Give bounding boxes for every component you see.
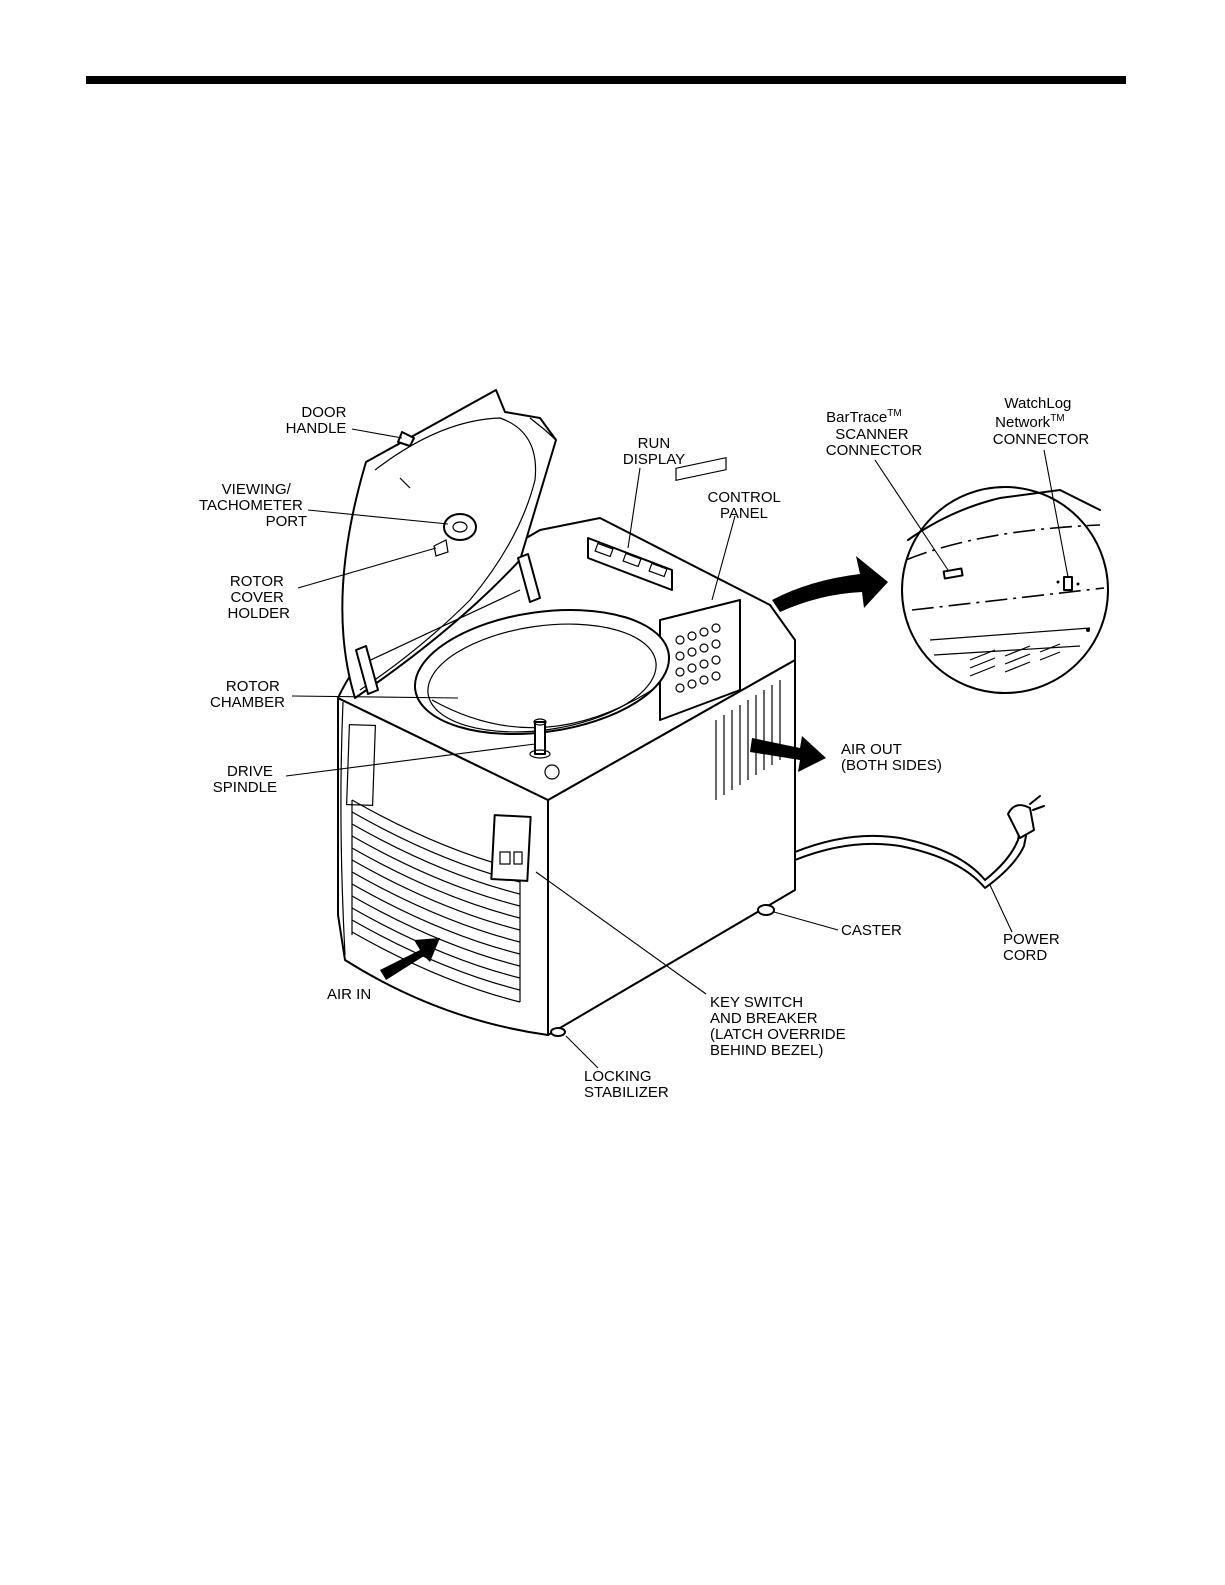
connector-detail-inset: [902, 487, 1108, 693]
label-door-handle: DOOR HANDLE: [286, 404, 351, 437]
label-key-switch-and-breaker: KEY SWITCH AND BREAKER (LATCH OVERRIDE B…: [710, 994, 850, 1059]
label-rotor-cover-holder: ROTOR COVER HOLDER: [227, 573, 290, 622]
watchlog-network-connector: [1064, 577, 1072, 590]
label-air-out: AIR OUT (BOTH SIDES): [841, 741, 942, 774]
caster: [758, 905, 774, 915]
label-rotor-chamber: ROTOR CHAMBER: [210, 678, 285, 711]
key-switch-panel: [491, 815, 530, 881]
viewing-port: [444, 514, 476, 540]
label-air-in: AIR IN: [327, 986, 371, 1003]
detail-callout-arrow-icon: [772, 556, 888, 612]
power-cord: [795, 796, 1044, 888]
locking-stabilizer: [551, 1028, 565, 1036]
label-viewing-tachometer-port: VIEWING/ TACHOMETER PORT: [199, 481, 307, 530]
label-power-cord: POWER CORD: [1003, 931, 1064, 964]
label-watchlog-network-connector: WatchLog NetworkTM CONNECTOR: [993, 395, 1090, 448]
power-plug: [1008, 805, 1034, 838]
label-bartrace-scanner-connector: BarTraceTM SCANNER CONNECTOR: [826, 403, 923, 459]
label-control-panel: CONTROL PANEL: [708, 489, 785, 522]
label-drive-spindle: DRIVE SPINDLE: [213, 763, 277, 796]
label-locking-stabilizer: LOCKING STABILIZER: [584, 1068, 669, 1101]
label-caster: CASTER: [841, 922, 902, 939]
label-run-display: RUN DISPLAY: [623, 435, 685, 468]
